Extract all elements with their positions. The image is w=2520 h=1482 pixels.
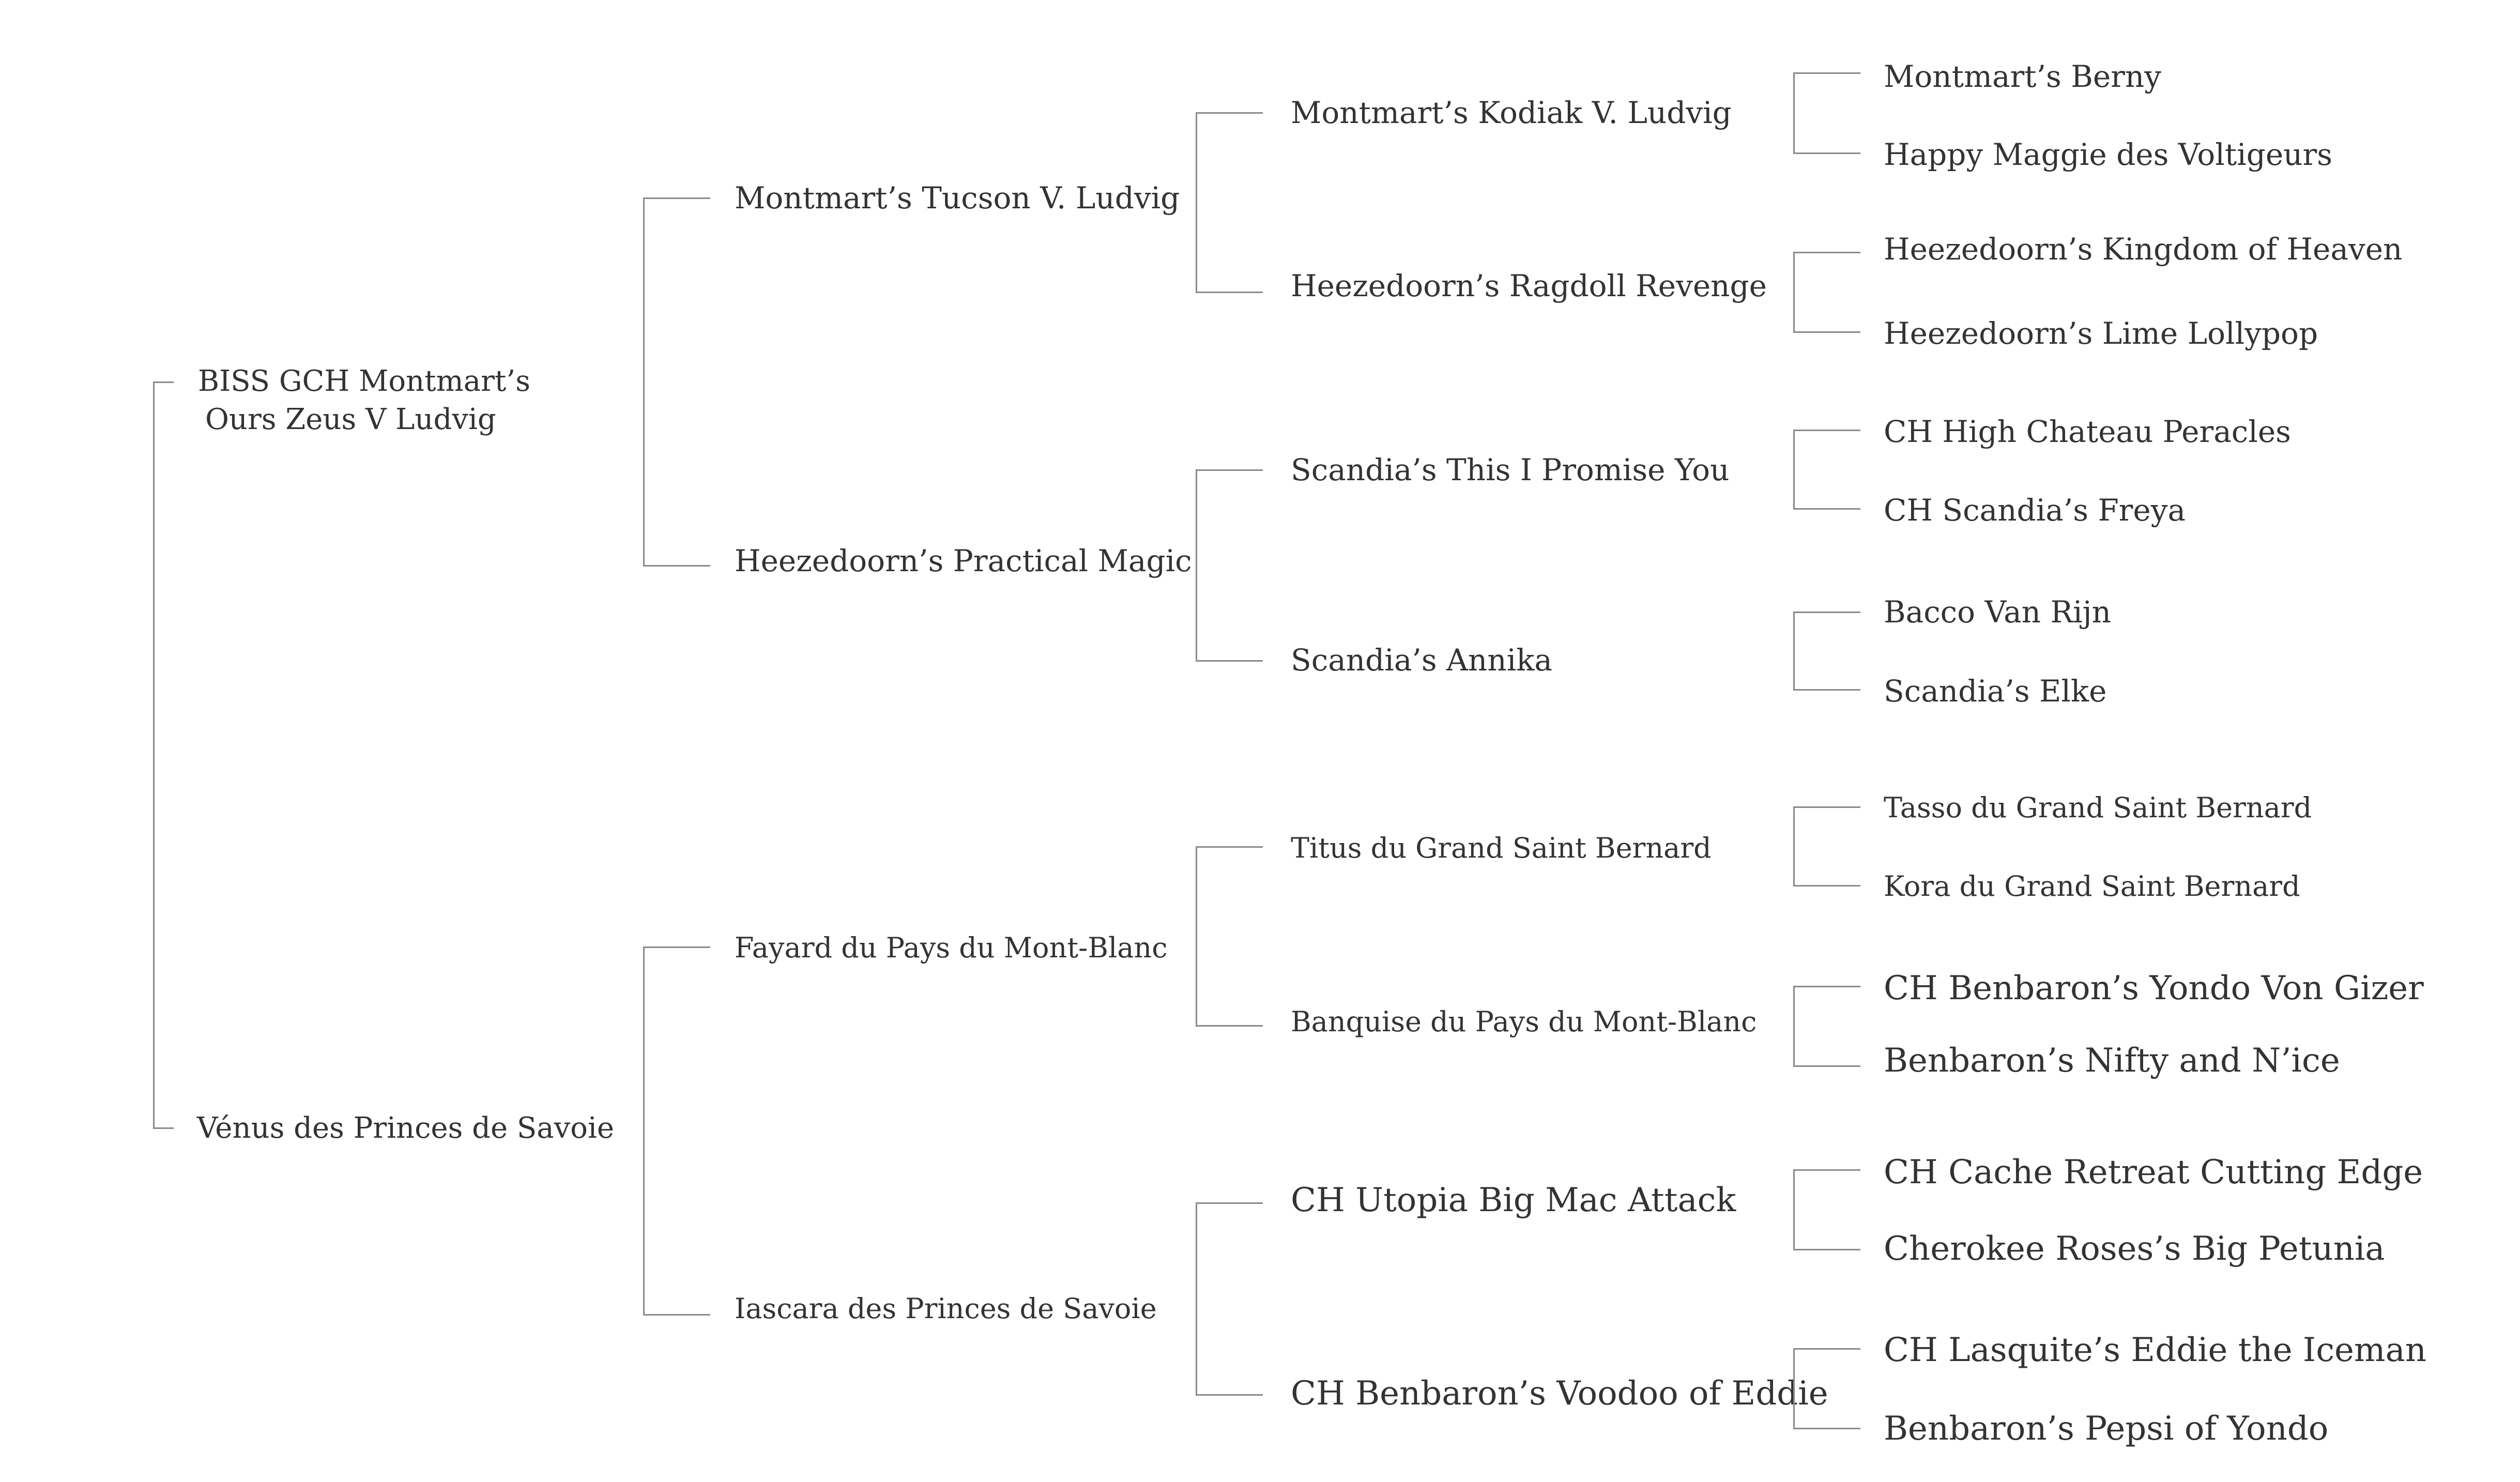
gen4-name: Happy Maggie des Voltigeurs [1884, 137, 2332, 172]
gen3-name: CH Benbaron’s Voodoo of Eddie [1291, 1374, 1828, 1413]
bracket-gen4 [1793, 1348, 1860, 1429]
gen4-name: Benbaron’s Nifty and N’ice [1884, 1042, 2340, 1080]
subject-name-line1: BISS GCH Montmart’s [198, 364, 530, 398]
gen3-name: Scandia’s This I Promise You [1291, 452, 1730, 487]
bracket-gen4 [1793, 806, 1860, 887]
bracket-gen4 [1793, 612, 1860, 691]
gen2-name: Iascara des Princes de Savoie [735, 1292, 1157, 1325]
bracket-gen4 [1793, 72, 1860, 154]
subject-name: BISS GCH Montmart’s Ours Zeus V Ludvig [198, 367, 530, 434]
dam-name: Vénus des Princes de Savoie [197, 1111, 615, 1145]
bracket-gen3 [1196, 469, 1263, 662]
bracket-gen4 [1793, 252, 1860, 333]
gen4-name: Benbaron’s Pepsi of Yondo [1884, 1410, 2329, 1448]
bracket-gen2-sire [643, 197, 710, 567]
gen3-name: Heezedoorn’s Ragdoll Revenge [1291, 268, 1767, 303]
gen4-name: CH Cache Retreat Cutting Edge [1884, 1153, 2423, 1191]
gen4-name: Scandia’s Elke [1884, 674, 2107, 709]
bracket-gen2-dam [643, 946, 710, 1316]
gen4-name: CH Lasquite’s Eddie the Iceman [1884, 1331, 2426, 1369]
gen4-name: CH High Chateau Peracles [1884, 414, 2291, 449]
gen3-name: Titus du Grand Saint Bernard [1291, 832, 1712, 864]
gen3-name: Scandia’s Annika [1291, 643, 1552, 678]
bracket-gen3 [1196, 846, 1263, 1027]
bracket-gen4 [1793, 430, 1860, 510]
gen4-name: Kora du Grand Saint Bernard [1884, 870, 2300, 903]
gen2-name: Fayard du Pays du Mont-Blanc [735, 931, 1168, 964]
gen2-name: Heezedoorn’s Practical Magic [735, 543, 1192, 578]
gen4-name: Heezedoorn’s Lime Lollypop [1884, 316, 2318, 351]
bracket-gen3 [1196, 1202, 1263, 1396]
bracket-gen4 [1793, 986, 1860, 1067]
bracket-gen1 [153, 381, 174, 1129]
subject-name-line2: Ours Zeus V Ludvig [205, 403, 496, 436]
gen4-name: Montmart’s Berny [1884, 59, 2162, 94]
bracket-gen3 [1196, 112, 1263, 293]
bracket-gen4 [1793, 1169, 1860, 1250]
gen3-name: CH Utopia Big Mac Attack [1291, 1181, 1736, 1219]
gen4-name: Bacco Van Rijn [1884, 594, 2112, 630]
gen4-name: Heezedoorn’s Kingdom of Heaven [1884, 232, 2403, 267]
gen3-name: Banquise du Pays du Mont-Blanc [1291, 1005, 1757, 1038]
gen2-name: Montmart’s Tucson V. Ludvig [735, 180, 1180, 216]
gen4-name: Tasso du Grand Saint Bernard [1884, 791, 2312, 824]
gen4-name: CH Scandia’s Freya [1884, 493, 2186, 528]
gen4-name: CH Benbaron’s Yondo Von Gizer [1884, 969, 2424, 1007]
gen3-name: Montmart’s Kodiak V. Ludvig [1291, 95, 1732, 130]
gen4-name: Cherokee Roses’s Big Petunia [1884, 1230, 2385, 1268]
